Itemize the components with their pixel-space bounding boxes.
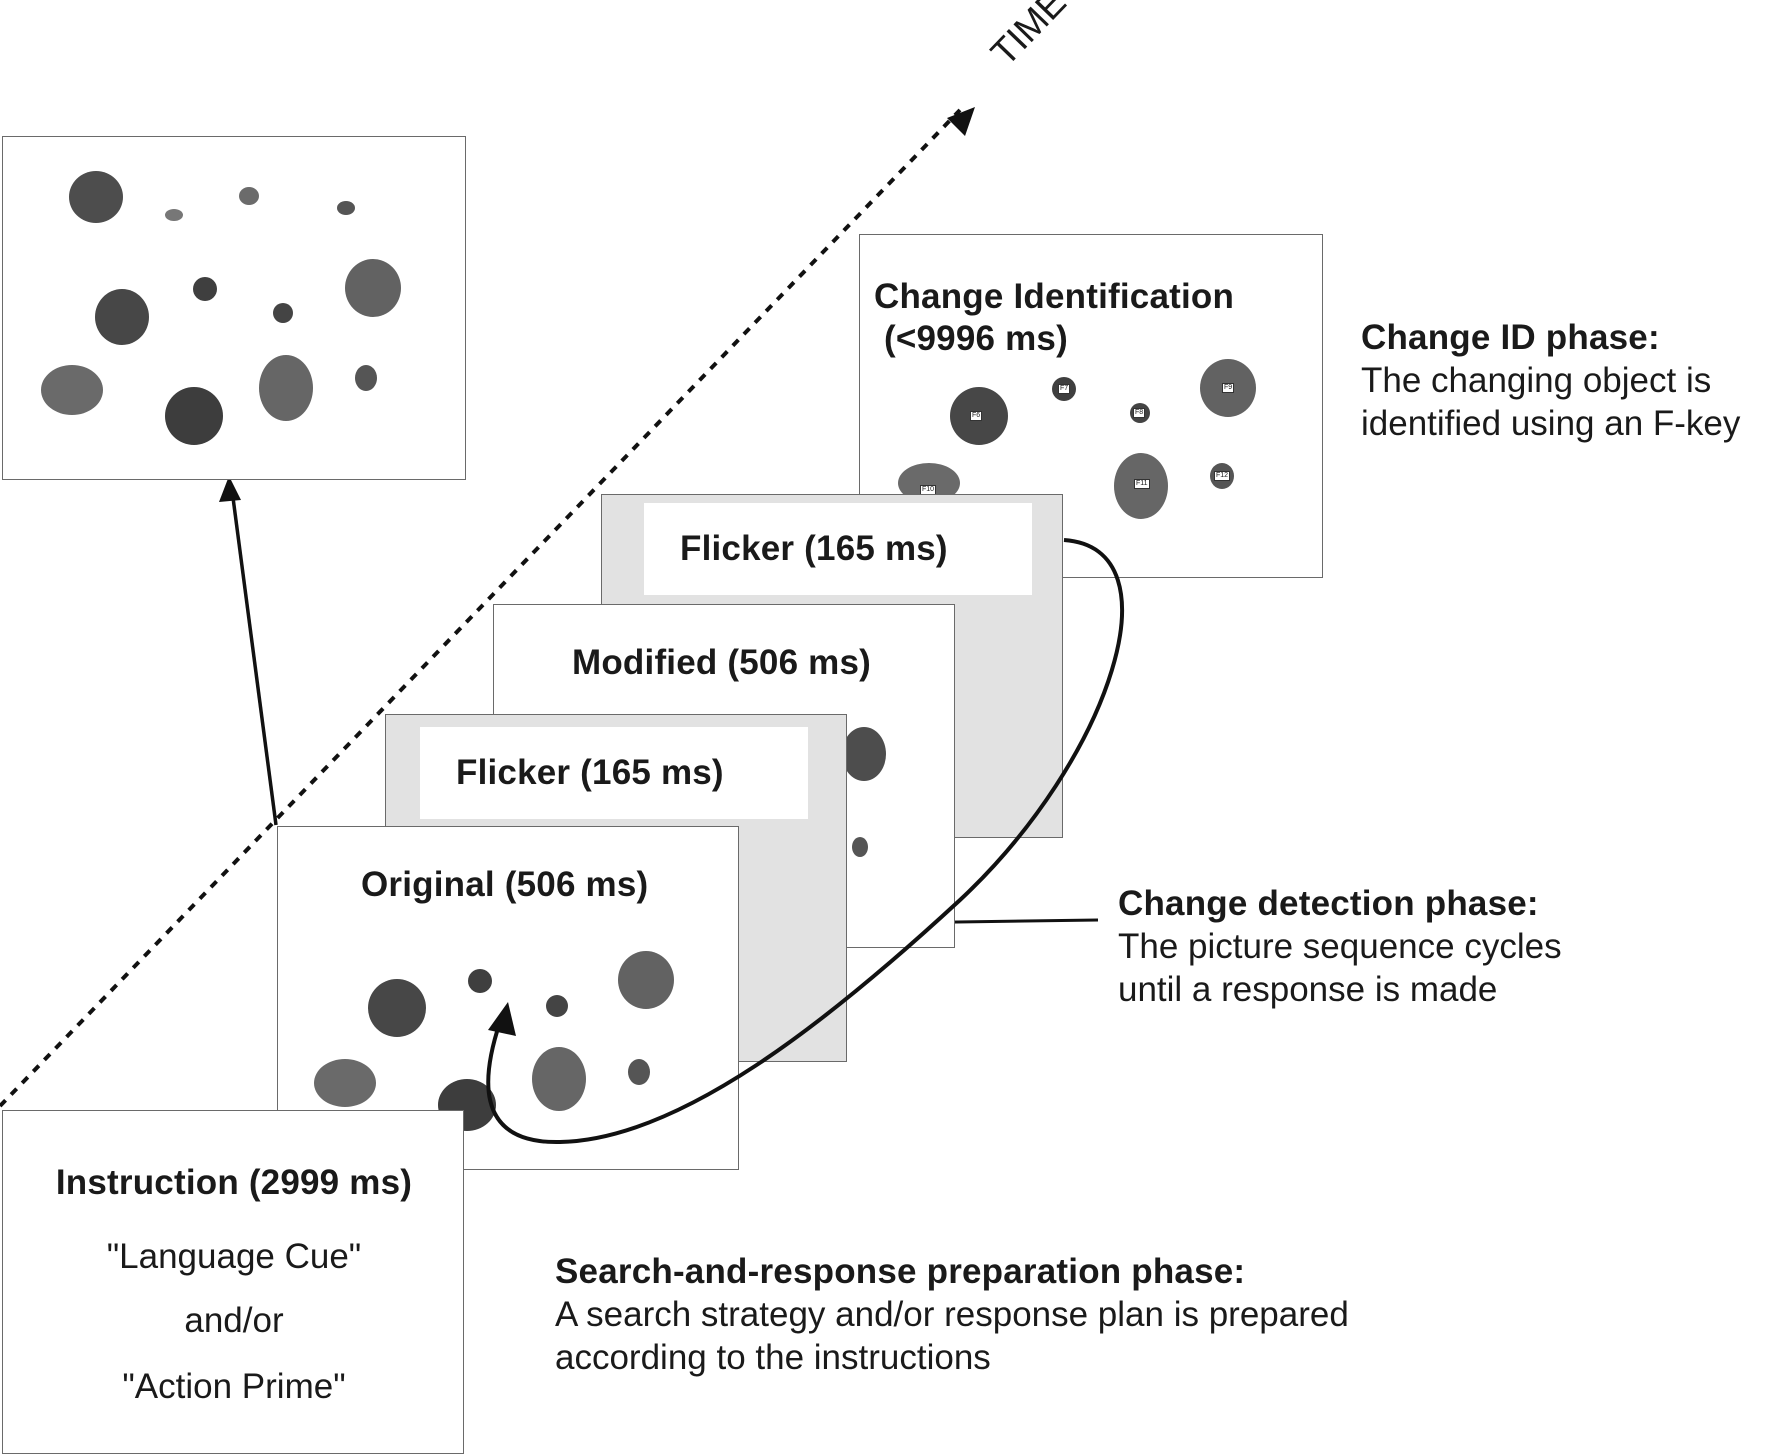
identification-title: Change Identification — [874, 277, 1235, 316]
modified-title: Modified (506 ms) — [572, 643, 872, 682]
fruit-object — [259, 355, 313, 421]
search-response-phase-heading: Search-and-response preparation phase: — [555, 1252, 1246, 1291]
fruit-object — [239, 187, 259, 205]
f-key-label: F6 — [970, 411, 983, 421]
cycle-loop-path — [486, 538, 1124, 1145]
flicker-title-strip — [420, 727, 808, 819]
search-response-phase-line2: according to the instructions — [555, 1338, 991, 1377]
flicker-1-title: Flicker (165 ms) — [456, 753, 724, 792]
instruction-action-prime: "Action Prime" — [122, 1367, 346, 1406]
search-response-phase-line1: A search strategy and/or response plan i… — [555, 1295, 1349, 1334]
fruit-object — [273, 303, 293, 323]
f-key-label: F12 — [1214, 471, 1231, 481]
prime-to-display-arrow — [230, 489, 278, 826]
fruit-object — [345, 259, 401, 317]
original-title: Original (506 ms) — [361, 865, 649, 904]
fruit-object — [165, 387, 223, 445]
fruit-object — [165, 209, 183, 221]
fruit-object — [193, 277, 217, 301]
fruit-object — [95, 289, 149, 345]
instruction-title: Instruction (2999 ms) — [55, 1163, 413, 1202]
instruction-language-cue: "Language Cue" — [106, 1237, 362, 1276]
change-detection-phase-line1: The picture sequence cycles — [1118, 927, 1562, 966]
fruit-object — [532, 1047, 586, 1111]
identification-duration: (<9996 ms) — [884, 319, 1068, 358]
fruit-object — [368, 979, 426, 1037]
f-key-label: F9 — [1222, 383, 1235, 393]
fruit-object — [355, 365, 377, 391]
fruit-object — [628, 1059, 650, 1085]
f-key-label: F11 — [1134, 479, 1150, 489]
search-display-frame — [2, 136, 466, 480]
fruit-object — [546, 995, 568, 1017]
flicker-2-title: Flicker (165 ms) — [680, 529, 948, 568]
f-key-label: F7 — [1058, 384, 1071, 394]
change-id-phase-heading: Change ID phase: — [1361, 318, 1660, 357]
f-key-label: F8 — [1133, 408, 1146, 418]
instruction-screen: Instruction (2999 ms) "Language Cue" and… — [2, 1110, 464, 1454]
change-detection-phase-heading: Change detection phase: — [1118, 884, 1539, 923]
fruit-object — [337, 201, 355, 215]
fruit-object — [852, 837, 868, 857]
fruit-object — [842, 727, 886, 781]
change-detection-phase-line2: until a response is made — [1118, 970, 1498, 1009]
time-axis-line — [0, 108, 962, 1108]
fruit-object — [618, 951, 674, 1009]
cycle-loop-arrowhead — [488, 1002, 516, 1036]
change-id-phase-line2: identified using an F-key — [1361, 404, 1741, 443]
fruit-object — [41, 365, 103, 415]
fruit-object — [69, 171, 123, 223]
fruit-object — [468, 969, 492, 993]
time-axis-arrowhead — [947, 107, 975, 136]
change-id-phase-line1: The changing object is — [1361, 361, 1712, 400]
prime-to-display-arrowhead — [219, 476, 241, 502]
instruction-connector: and/or — [184, 1301, 284, 1340]
fruit-object — [314, 1059, 376, 1107]
flicker-title-strip — [644, 503, 1032, 595]
